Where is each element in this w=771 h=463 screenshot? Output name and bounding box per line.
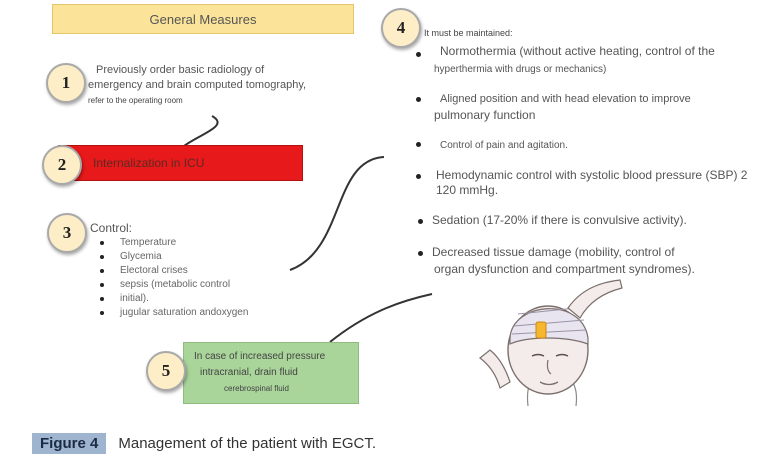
step-3-circle: 3: [47, 213, 87, 253]
list-item: Electoral crises: [96, 264, 248, 278]
connector-1-2: [183, 115, 219, 147]
maintained-item-1-line-2: hyperthermia with drugs or mechanics): [434, 64, 607, 75]
maintained-item-1-line-1: Normothermia (without active heating, co…: [440, 44, 715, 58]
step-1-line-2: emergency and brain computed tomography,: [88, 79, 307, 91]
figure-label: Figure 4: [32, 432, 107, 454]
list-item: initial).: [96, 292, 248, 306]
maintained-item-4-line-1: Hemodynamic control with systolic blood …: [436, 168, 748, 182]
maintained-item-2-line-2: pulmonary function: [434, 108, 536, 122]
step-1-line-3: refer to the operating room: [88, 96, 183, 105]
step-5-line-3: cerebrospinal fluid: [224, 384, 289, 393]
list-item: Temperature: [96, 236, 248, 250]
list-item: Glycemia: [96, 250, 248, 264]
maintained-item-6-line-1: Decreased tissue damage (mobility, contr…: [432, 245, 675, 259]
bullet: [416, 142, 421, 147]
step-5-line-1: In case of increased pressure: [194, 351, 326, 362]
bullet: [416, 174, 421, 179]
maintained-item-2-line-1: Aligned position and with head elevation…: [440, 93, 691, 105]
bandaged-head-illustration: [479, 279, 623, 407]
step-2-circle: 2: [42, 145, 82, 185]
bullet: [416, 97, 421, 102]
list-item: jugular saturation andoxygen: [96, 306, 248, 320]
bullet: [416, 52, 421, 57]
step-3-title: Control:: [90, 221, 133, 235]
step-2-text: Internalization in ICU: [93, 156, 205, 170]
list-item: sepsis (metabolic control: [96, 278, 248, 292]
step-2-bar: Internalization in ICU: [58, 145, 303, 181]
figure-caption-text: Management of the patient with EGCT.: [118, 434, 376, 452]
connector-5-4: [329, 293, 433, 343]
connector-3-4: [289, 156, 385, 271]
figure-caption: Figure 4 Management of the patient with …: [32, 432, 376, 454]
step-5-box: In case of increased pressure intracrani…: [183, 342, 359, 404]
bullet: [418, 251, 423, 256]
step-3-list: Temperature Glycemia Electoral crises se…: [96, 236, 248, 320]
step-1-line-1: Previously order basic radiology of: [96, 64, 265, 76]
maintained-item-3-line-1: Control of pain and agitation.: [440, 140, 568, 151]
maintained-item-4-line-2: 120 mmHg.: [436, 183, 499, 197]
step-5-circle: 5: [146, 351, 186, 391]
step-1-circle: 1: [46, 63, 86, 103]
step-4-intro: It must be maintained:: [424, 28, 513, 38]
general-measures-title: General Measures: [52, 4, 354, 34]
maintained-item-6-line-2: organ dysfunction and compartment syndro…: [434, 262, 695, 276]
step-4-circle: 4: [381, 8, 421, 48]
bullet: [418, 219, 423, 224]
maintained-item-5-line-1: Sedation (17-20% if there is convulsive …: [432, 213, 687, 227]
step-5-line-2: intracranial, drain fluid: [200, 367, 298, 378]
